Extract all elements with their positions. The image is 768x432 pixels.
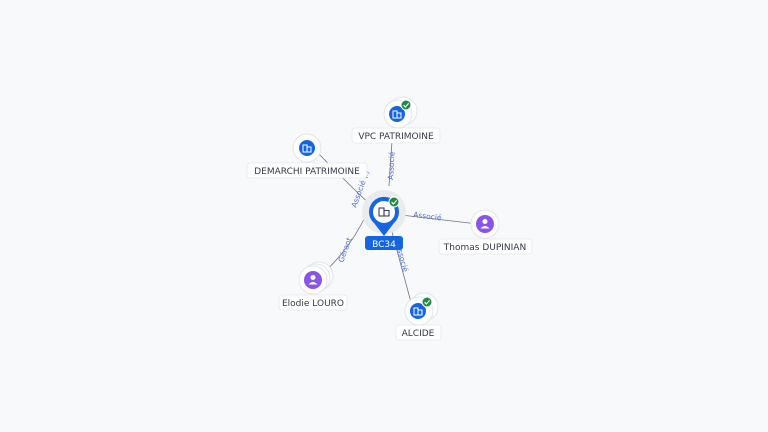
- node-thomas-label-box: [438, 238, 533, 255]
- check-icon: [421, 296, 433, 308]
- node-vpc-label: VPC PATRIMOINE: [358, 132, 434, 142]
- edge-label-vpc: Associé: [386, 151, 396, 180]
- building-icon: [378, 207, 390, 217]
- person-icon: [308, 275, 318, 285]
- check-icon: [388, 196, 400, 208]
- node-demarchi-label: DEMARCHI PATRIMOINE: [254, 167, 360, 177]
- node-thomas[interactable]: Thomas DUPINIAN: [438, 209, 533, 255]
- node-alcide-label: ALCIDE: [402, 329, 435, 339]
- node-vpc[interactable]: VPC PATRIMOINE: [351, 96, 441, 144]
- building-icon: [302, 144, 312, 153]
- building-icon: [392, 110, 402, 119]
- node-elodie-label-box: [278, 294, 348, 311]
- node-elodie[interactable]: Elodie LOURO: [278, 261, 348, 311]
- node-demarchi[interactable]: DEMARCHI PATRIMOINE: [246, 133, 368, 179]
- center-label: BC34: [372, 240, 396, 250]
- building-icon: [413, 307, 423, 316]
- check-icon: [400, 99, 412, 111]
- node-elodie-label: Elodie LOURO: [282, 299, 344, 309]
- node-thomas-label: Thomas DUPINIAN: [443, 243, 526, 253]
- center-label-box: [365, 236, 403, 250]
- edge-label-thomas: Associé: [413, 210, 443, 222]
- node-alcide[interactable]: ALCIDE: [395, 292, 442, 341]
- edge-thomas[interactable]: [400, 214, 479, 225]
- edge-label-elodie: Gérant: [336, 236, 353, 263]
- node-alcide-label-box: [395, 324, 442, 341]
- node-demarchi-label-box: [246, 162, 368, 179]
- person-icon: [480, 219, 490, 229]
- node-vpc-label-box: [351, 127, 441, 144]
- node-center[interactable]: BC34: [362, 190, 406, 250]
